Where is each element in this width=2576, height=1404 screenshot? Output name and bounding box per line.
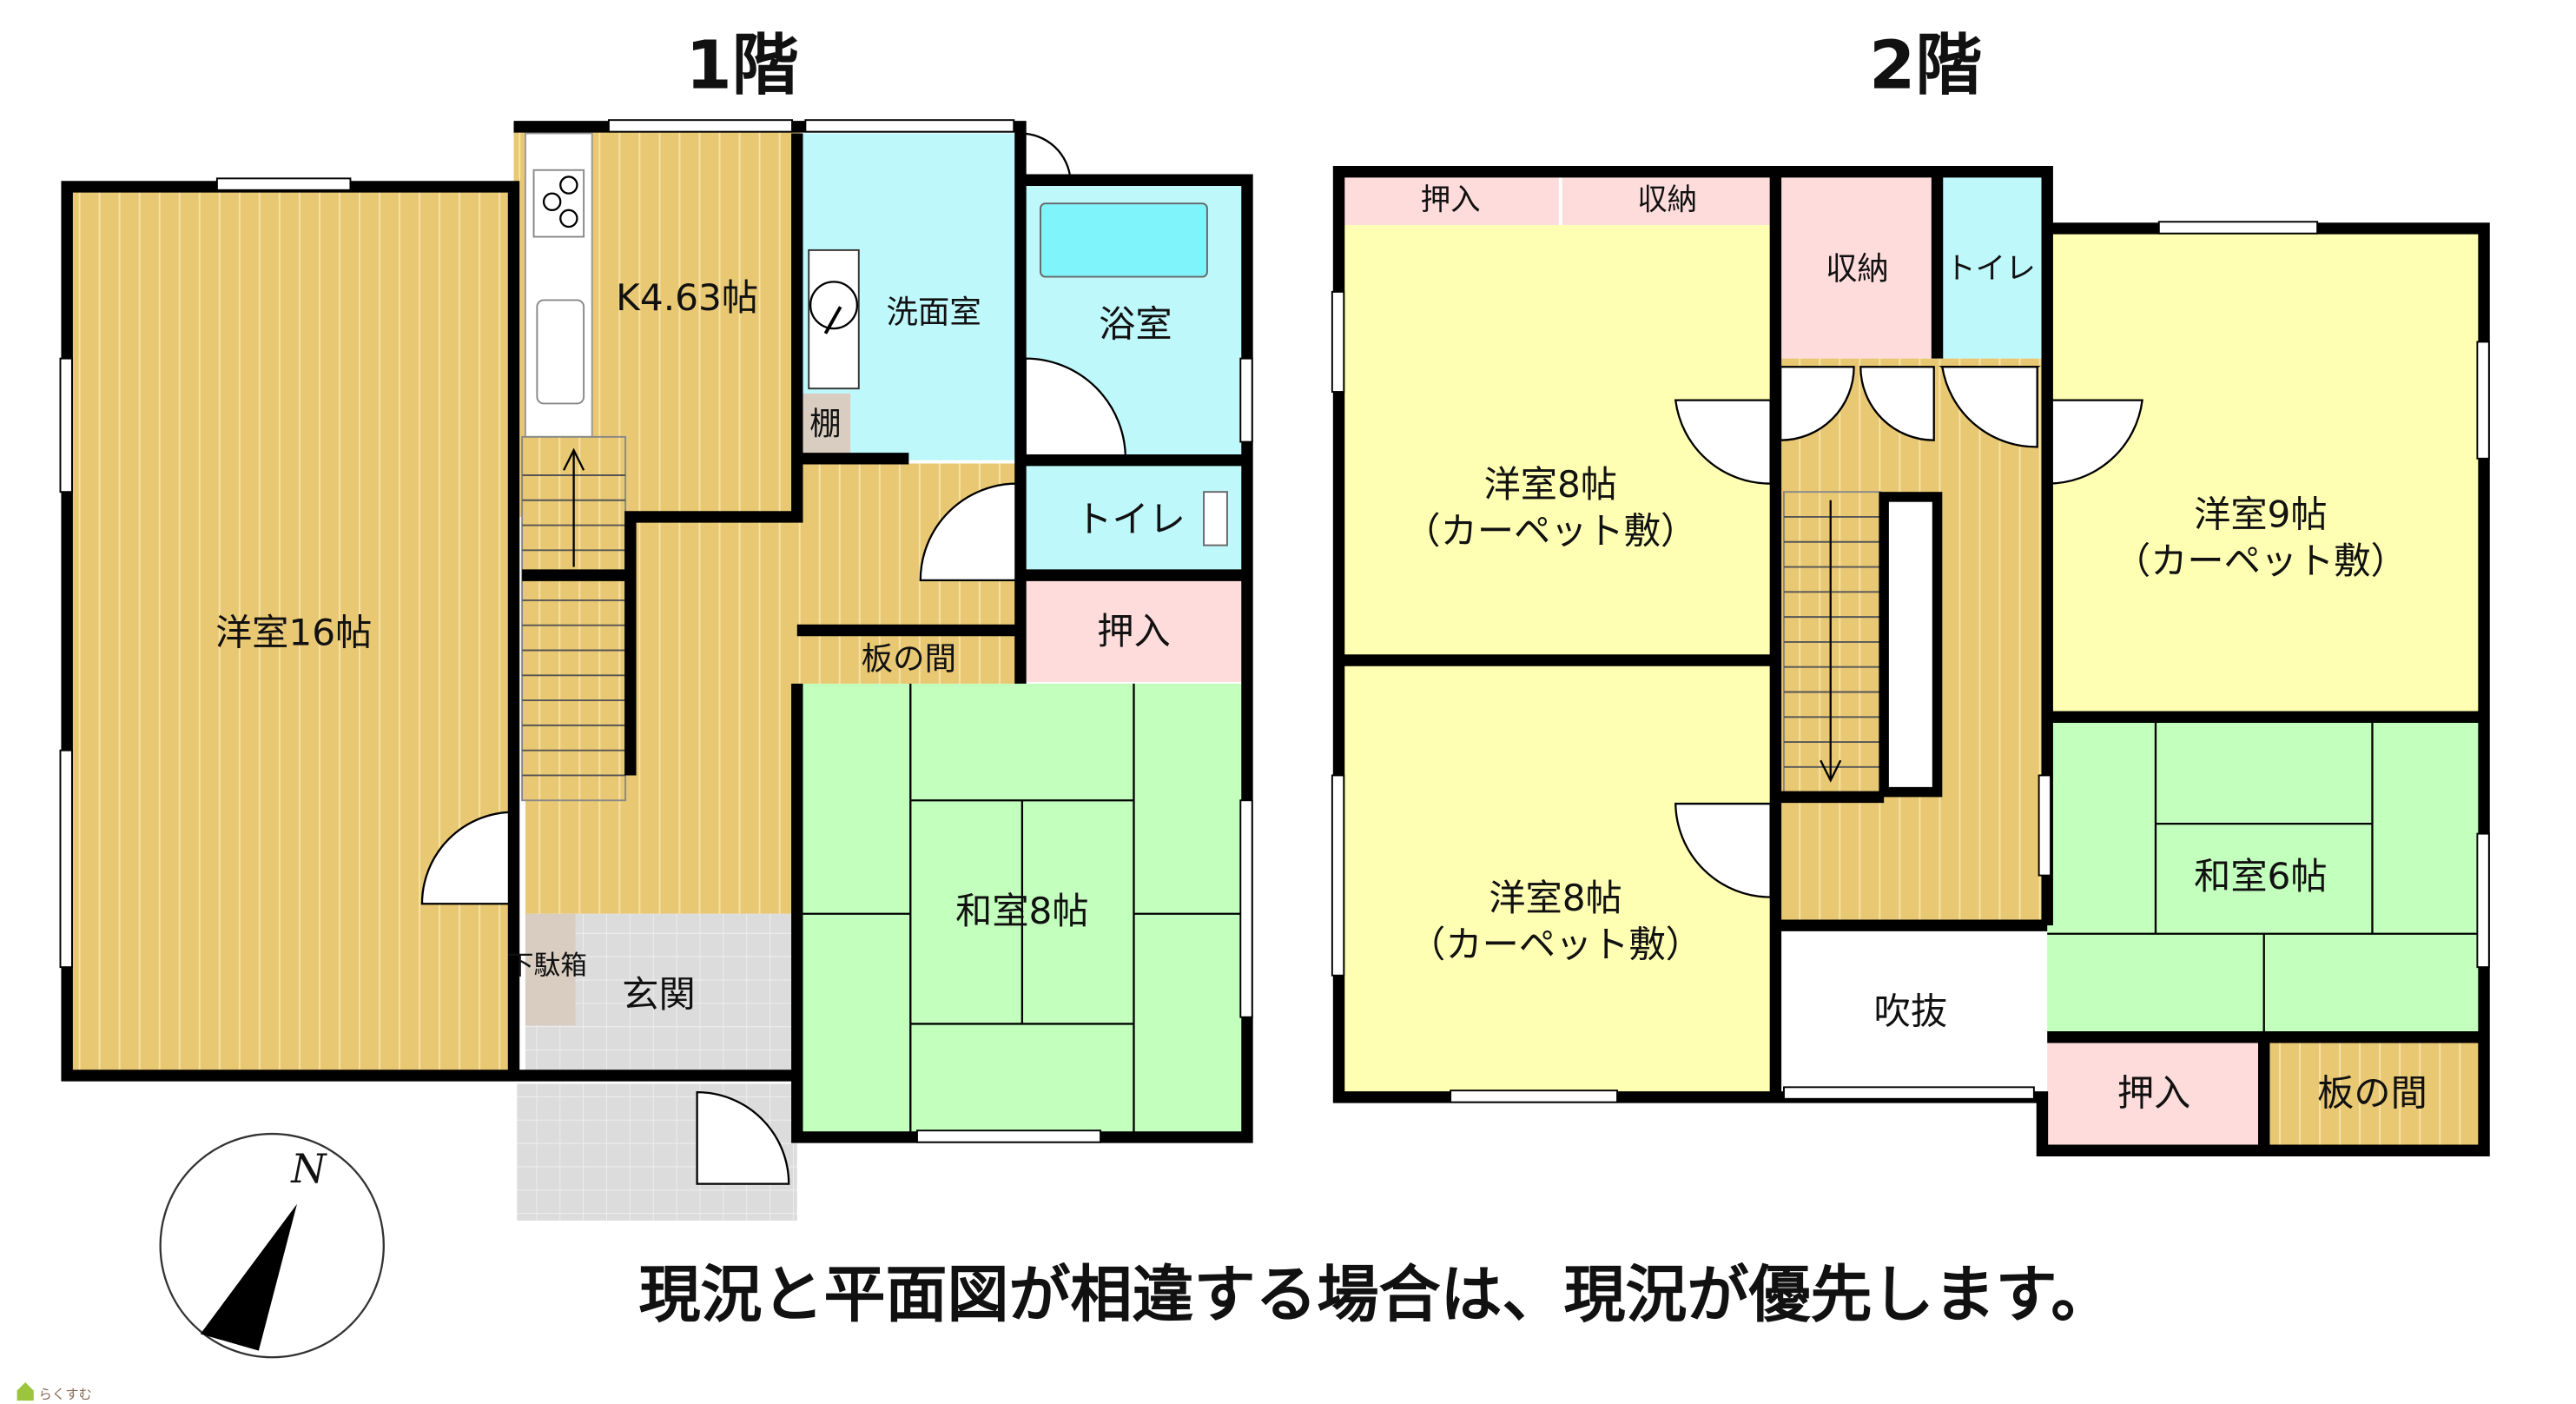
door-washroom-back[interactable] — [1019, 132, 1072, 182]
label-wood-floor: 板の間 — [862, 640, 956, 678]
room-void — [1780, 933, 2043, 1093]
label-western-16: 洋室16帖 — [215, 612, 372, 654]
windows — [59, 119, 1253, 1143]
room-closet-bottom — [2047, 1042, 2261, 1151]
door-bath[interactable] — [1024, 357, 1127, 460]
door-entrance[interactable] — [696, 1090, 790, 1185]
windows-2f — [1331, 221, 2490, 1103]
floor-1-title: 1階 — [685, 28, 798, 105]
stairs-up-arrow-icon — [563, 447, 585, 567]
label-western-8-bottom: 洋室8帖 — [1489, 877, 1622, 919]
label-bath: 浴室 — [1099, 303, 1172, 346]
door-western9[interactable] — [2046, 399, 2143, 485]
room-storage — [1780, 175, 1934, 359]
door-storage-left[interactable] — [1779, 366, 1855, 441]
watermark-logo: らくすむ — [17, 1382, 92, 1402]
room-closet — [1020, 578, 1247, 682]
label-western-8-top: 洋室8帖 — [1484, 463, 1618, 506]
room-wood-floor — [803, 630, 1020, 684]
room-toilet-2f — [1939, 175, 2043, 359]
stairs-1f — [521, 435, 627, 802]
label-western-9-note: （カーペット敷） — [2114, 540, 2408, 582]
floor-2: 2階 — [1331, 28, 2490, 1156]
label-wood-floor-2f: 板の間 — [2317, 1071, 2427, 1114]
room-western-8-bottom — [1342, 663, 1771, 1097]
label-entrance: 玄関 — [622, 973, 695, 1016]
compass-north-label: N — [290, 1145, 327, 1192]
north-arrow-icon — [200, 1203, 298, 1351]
label-closet-bottom: 押入 — [2117, 1071, 2190, 1114]
door-storage-right[interactable] — [1859, 366, 1935, 441]
floor-2-title: 2階 — [1869, 28, 1982, 105]
label-western-9: 洋室9帖 — [2194, 493, 2328, 535]
room-closet-top — [1342, 175, 1559, 226]
label-closet: 押入 — [1097, 610, 1170, 652]
door-toilet-2f-leaf[interactable] — [1940, 366, 2038, 448]
label-western-8-bottom-note: （カーペット敷） — [1409, 924, 1702, 966]
room-storage-top — [1562, 175, 1771, 226]
label-japanese-6: 和室6帖 — [2194, 855, 2328, 897]
room-japanese-6 — [2047, 720, 2485, 1037]
stair-opening — [1879, 492, 1943, 798]
sink-icon — [536, 299, 585, 405]
door-western8-bottom[interactable] — [1674, 802, 1772, 898]
label-storage-top: 収納 — [1637, 183, 1697, 218]
stove-icon — [532, 169, 585, 238]
room-western-16 — [67, 186, 514, 1076]
label-washroom: 洗面室 — [886, 293, 981, 330]
label-void: 吹抜 — [1874, 990, 1947, 1032]
room-japanese-8 — [800, 683, 1247, 1137]
label-closet-top: 押入 — [1421, 183, 1481, 218]
room-wood-floor-2f — [2267, 1042, 2485, 1151]
tatami-lines — [800, 683, 1247, 1137]
label-shoe-box: 下駄箱 — [507, 951, 587, 982]
label-kitchen: K4.63帖 — [616, 276, 758, 319]
label-shelf: 棚 — [809, 405, 841, 442]
label-western-8-top-note: （カーペット敷） — [1404, 510, 1697, 553]
label-toilet-2f: トイレ — [1945, 251, 2036, 286]
door-toilet[interactable] — [919, 482, 1019, 582]
label-toilet: トイレ — [1075, 498, 1186, 540]
label-japanese-8: 和室8帖 — [955, 890, 1089, 932]
washbasin-icon — [809, 281, 859, 334]
door-western8-top[interactable] — [1674, 399, 1772, 485]
stairs-down-arrow-icon — [1820, 500, 1842, 783]
bathtub-icon — [1040, 202, 1208, 278]
shoe-box — [525, 913, 576, 1026]
label-storage: 収納 — [1826, 249, 1889, 287]
watermark-text: らくすむ — [39, 1387, 92, 1402]
floor-1: 1階 — [59, 28, 1253, 1221]
disclaimer-notice: 現況と平面図が相違する場合は、現況が優先します。 — [638, 1259, 2112, 1331]
toilet-icon — [1203, 491, 1228, 546]
door-western16[interactable] — [420, 811, 515, 905]
stairs-2f — [1783, 491, 1882, 793]
room-western-9 — [2047, 228, 2485, 716]
tatami-lines-2f — [2047, 720, 2485, 1037]
compass: N — [159, 1132, 385, 1359]
